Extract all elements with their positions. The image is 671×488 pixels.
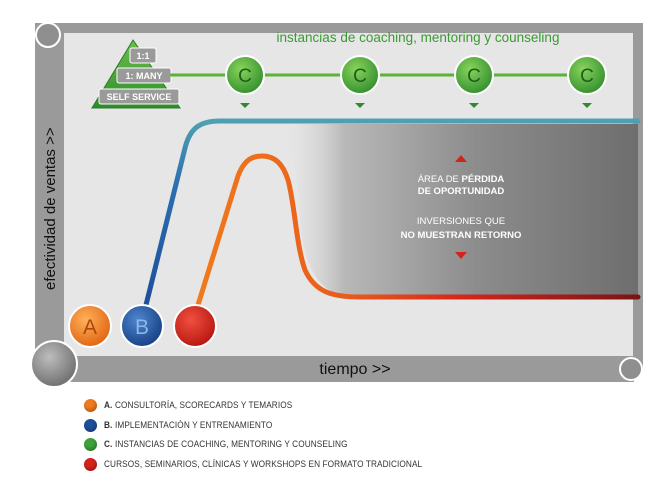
coaching-node-label: C	[353, 66, 367, 87]
opportunity-loss-area	[280, 124, 638, 297]
annotation-down-arrow	[455, 252, 467, 259]
start-node-a-label: A	[83, 316, 97, 339]
coaching-title: instancias de coaching, mentoring y coun…	[277, 30, 560, 45]
coaching-node: C	[454, 55, 494, 108]
y-axis-bar	[36, 30, 64, 370]
axes	[30, 22, 643, 388]
legend-label-a: CONSULTORÍA, SCORECARDS Y TEMARIOS	[115, 400, 293, 412]
start-node-c	[173, 304, 217, 348]
x-axis-knob	[619, 357, 643, 381]
pyramid-tier-1to1	[129, 47, 157, 64]
pyramid-label-1to1: 1:1	[136, 51, 149, 61]
origin-knob	[30, 340, 78, 388]
legend: A.CONSULTORÍA, SCORECARDS Y TEMARIOS B.I…	[84, 396, 644, 474]
legend-label-b: IMPLEMENTACIÓN Y ENTRENAMIENTO	[115, 419, 273, 431]
x-axis-label: tiempo >>	[319, 361, 390, 378]
coaching-node-label: C	[467, 66, 481, 87]
legend-item-a: A.CONSULTORÍA, SCORECARDS Y TEMARIOS	[84, 396, 644, 416]
legend-label-red: CURSOS, SEMINARIOS, CLÍNICAS Y WORKSHOPS…	[104, 458, 423, 470]
legend-dot-red	[84, 457, 97, 471]
coaching-node-pointer	[582, 103, 592, 108]
start-node-b-label: B	[135, 316, 149, 339]
y-axis-label: efectividad de ventas >>	[42, 127, 59, 290]
loss-annotation: ÁREA DE PÉRDIDA DE OPORTUNIDAD INVERSION…	[401, 155, 522, 259]
coaching-node: C	[567, 55, 607, 108]
legend-item-c: C.INSTANCIAS DE COACHING, MENTORING Y CO…	[84, 435, 644, 455]
annotation-line-3: INVERSIONES QUE	[417, 216, 505, 227]
annotation-bold: PÉRDIDA	[462, 174, 505, 185]
coaching-node: C	[340, 55, 380, 108]
pyramid-tier-self	[98, 88, 180, 105]
legend-dot-blue	[84, 418, 97, 432]
legend-dot-orange	[84, 399, 97, 413]
legend-key-c: C.	[104, 439, 113, 451]
coaching-node-pointer	[355, 103, 365, 108]
coaching-node-label: C	[580, 66, 594, 87]
legend-text-c: C.INSTANCIAS DE COACHING, MENTORING Y CO…	[104, 439, 348, 450]
pyramid-label-self: SELF SERVICE	[107, 92, 172, 102]
orange-red-curve	[195, 153, 641, 308]
start-node-b: B	[120, 304, 164, 348]
legend-text-b: B.IMPLEMENTACIÓN Y ENTRENAMIENTO	[104, 420, 272, 431]
legend-label-c: INSTANCIAS DE COACHING, MENTORING Y COUN…	[115, 439, 348, 451]
support-pyramid: 1:1 1: MANY SELF SERVICE	[91, 39, 181, 109]
annotation-line-4: NO MUESTRAN RETORNO	[401, 230, 522, 241]
legend-item-b: B.IMPLEMENTACIÓN Y ENTRENAMIENTO	[84, 416, 644, 436]
coaching-node-label: C	[238, 66, 252, 87]
coaching-node-pointer	[240, 103, 250, 108]
start-node-a: A	[68, 304, 112, 348]
annotation-line-1: ÁREA DE PÉRDIDA	[418, 174, 505, 185]
coaching-node: C	[225, 55, 265, 108]
annotation-line-2: DE OPORTUNIDAD	[418, 186, 505, 197]
pyramid-label-many: 1: MANY	[125, 71, 162, 81]
annotation-prefix: ÁREA DE	[418, 174, 462, 185]
annotation-up-arrow	[455, 155, 467, 162]
legend-text-red: CURSOS, SEMINARIOS, CLÍNICAS Y WORKSHOPS…	[104, 459, 422, 470]
x-axis-bar	[44, 356, 634, 382]
coaching-node-pointer	[469, 103, 479, 108]
legend-text-a: A.CONSULTORÍA, SCORECARDS Y TEMARIOS	[104, 400, 292, 411]
legend-dot-green	[84, 438, 97, 452]
legend-item-red: CURSOS, SEMINARIOS, CLÍNICAS Y WORKSHOPS…	[84, 455, 644, 475]
y-axis-knob	[35, 22, 61, 48]
legend-key-a: A.	[104, 400, 113, 412]
legend-key-b: B.	[104, 419, 113, 431]
